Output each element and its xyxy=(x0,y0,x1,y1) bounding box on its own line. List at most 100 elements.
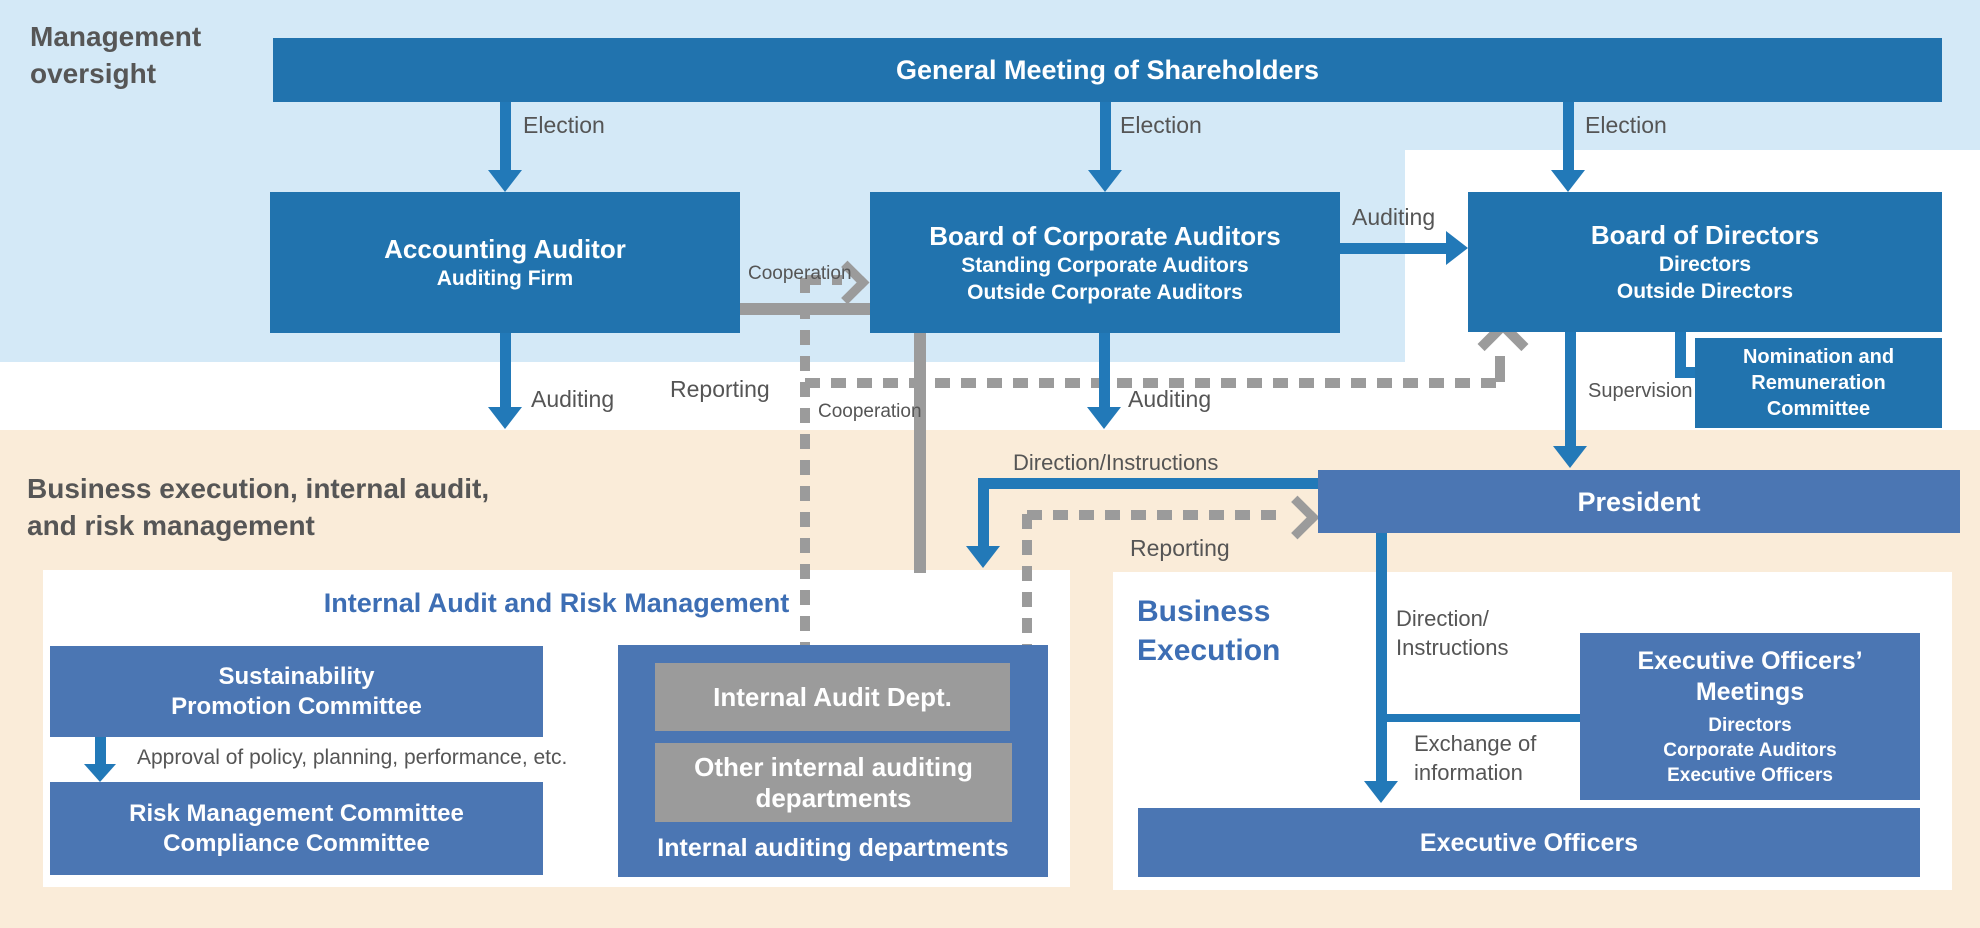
internal-audit-panel-title: Internal Audit and Risk Management xyxy=(323,588,790,618)
arrowhead-down-icon xyxy=(1088,170,1122,192)
nomination-remuneration-committee-box: Nomination and Remuneration Committee xyxy=(1695,338,1942,428)
box-title: Accounting Auditor xyxy=(384,234,626,264)
box-line: Outside Corporate Auditors xyxy=(967,280,1243,304)
reporting-label: Reporting xyxy=(1130,535,1230,561)
cooperation-label: Cooperation xyxy=(748,263,852,284)
box-title: Meetings xyxy=(1695,677,1805,706)
box-line: Remuneration xyxy=(1751,372,1886,394)
auditing-arrow-accounting xyxy=(500,333,511,407)
auditors-to-internal-audit-line xyxy=(914,333,926,573)
business-execution-panel-title: Business Execution xyxy=(1137,592,1280,670)
auditing-label: Auditing xyxy=(1352,204,1436,230)
reporting-to-president-vertical xyxy=(1022,514,1032,702)
title-line: Execution xyxy=(1137,634,1281,667)
other-internal-auditing-box: Other internal auditing departments xyxy=(655,743,1012,822)
auditing-arrow-board-auditors xyxy=(1099,333,1110,407)
box-line: Outside Directors xyxy=(1616,280,1794,303)
cooperation-dashed-horizontal xyxy=(806,275,842,285)
box-subtitle: Auditing Firm xyxy=(436,267,574,290)
exchange-of-information-label: Exchange of information xyxy=(1414,729,1536,787)
sustainability-promotion-committee-box: Sustainability Promotion Committee xyxy=(50,646,543,737)
box-line: Directors xyxy=(1708,714,1792,736)
direction-instructions-label: Direction/ Instructions xyxy=(1396,604,1509,662)
box-title: Internal Audit Dept. xyxy=(713,682,952,712)
nomination-connector-horizontal xyxy=(1675,367,1696,378)
box-title: President xyxy=(1577,486,1701,517)
box-line: Compliance Committee xyxy=(163,829,430,857)
box-line: Risk Management Committee xyxy=(129,799,464,827)
arrowhead-down-icon xyxy=(1087,407,1121,429)
box-line: Standing Corporate Auditors xyxy=(961,253,1249,277)
arrowhead-down-icon xyxy=(488,407,522,429)
general-meeting-box: General Meeting of Shareholders xyxy=(273,38,1942,102)
title-line: Business execution, internal audit, xyxy=(27,473,490,504)
reporting-label: Reporting xyxy=(670,376,770,402)
approval-arrow xyxy=(95,737,106,764)
election-label: Election xyxy=(1120,112,1202,138)
auditing-arrow-to-directors xyxy=(1340,243,1446,254)
arrowhead-down-icon xyxy=(84,764,116,782)
direction-arrow-vertical xyxy=(978,478,989,546)
title-line: Business xyxy=(1137,595,1271,628)
executive-officers-box: Executive Officers xyxy=(1138,808,1920,877)
box-title: Board of Corporate Auditors xyxy=(929,220,1281,251)
arrowhead-down-icon xyxy=(1551,170,1585,192)
label-line: Exchange of xyxy=(1414,731,1537,756)
box-line: Promotion Committee xyxy=(171,692,422,720)
president-box: President xyxy=(1318,470,1960,533)
box-line: Corporate Auditors xyxy=(1663,739,1837,761)
supervision-arrow xyxy=(1565,332,1576,446)
management-oversight-title: Management oversight xyxy=(30,18,201,92)
board-of-directors-box: Board of Directors Directors Outside Dir… xyxy=(1468,192,1942,332)
title-line: and risk management xyxy=(27,510,315,541)
auditing-label: Auditing xyxy=(1128,386,1212,412)
arrowhead-right-icon xyxy=(1446,231,1468,265)
executive-officers-meetings-box: Executive Officers’ Meetings Directors C… xyxy=(1580,633,1920,800)
arrowhead-down-icon xyxy=(1364,781,1398,803)
approval-label: Approval of policy, planning, performanc… xyxy=(137,746,568,769)
reporting-to-directors-dashed xyxy=(805,378,1500,388)
internal-auditing-departments-box: Internal Audit Dept. Other internal audi… xyxy=(618,645,1048,877)
box-line: departments xyxy=(755,782,912,813)
election-label: Election xyxy=(523,112,605,138)
auditing-label: Auditing xyxy=(531,386,615,412)
reporting-to-directors-stub xyxy=(1495,356,1505,382)
label-line: Direction/ xyxy=(1396,606,1489,631)
cooperation-label: Cooperation xyxy=(818,401,922,422)
label-line: information xyxy=(1414,760,1523,785)
container-label: Internal auditing departments xyxy=(657,834,1009,862)
direction-instructions-label: Direction/Instructions xyxy=(1013,450,1219,475)
label-line: Instructions xyxy=(1396,635,1509,660)
arrowhead-down-icon xyxy=(1553,446,1587,468)
title-line: oversight xyxy=(30,58,157,89)
box-title: Executive Officers xyxy=(1419,828,1639,857)
election-arrow-accounting xyxy=(500,102,511,170)
box-line: Directors xyxy=(1658,253,1752,276)
box-title: Executive Officers’ xyxy=(1637,646,1863,675)
arrowhead-down-icon xyxy=(488,170,522,192)
election-label: Election xyxy=(1585,112,1667,138)
internal-audit-dept-box: Internal Audit Dept. xyxy=(655,663,1010,731)
box-line: Committee xyxy=(1766,398,1871,420)
box-line: Sustainability xyxy=(218,662,375,690)
nomination-connector-vertical xyxy=(1675,332,1686,378)
direction-arrow-to-officers xyxy=(1376,533,1387,781)
box-title: Board of Directors xyxy=(1590,220,1820,250)
exchange-of-information-line xyxy=(1381,714,1580,722)
board-of-corporate-auditors-box: Board of Corporate Auditors Standing Cor… xyxy=(870,192,1340,333)
box-line: Executive Officers xyxy=(1667,764,1833,786)
election-arrow-directors xyxy=(1563,102,1574,170)
box-title: General Meeting of Shareholders xyxy=(895,55,1320,85)
business-area-title: Business execution, internal audit, and … xyxy=(27,470,489,544)
direction-arrow-horizontal xyxy=(978,478,1318,489)
supervision-label: Supervision xyxy=(1588,380,1693,402)
accounting-auditor-box: Accounting Auditor Auditing Firm xyxy=(270,192,740,333)
cooperation-dashed-vertical xyxy=(800,278,810,652)
election-arrow-auditors xyxy=(1100,102,1111,170)
box-line: Nomination and xyxy=(1742,346,1895,368)
arrowhead-down-icon xyxy=(966,546,1000,568)
reporting-to-president-horizontal xyxy=(1027,510,1284,520)
risk-compliance-committee-box: Risk Management Committee Compliance Com… xyxy=(50,782,543,875)
box-line: Other internal auditing xyxy=(694,751,973,782)
